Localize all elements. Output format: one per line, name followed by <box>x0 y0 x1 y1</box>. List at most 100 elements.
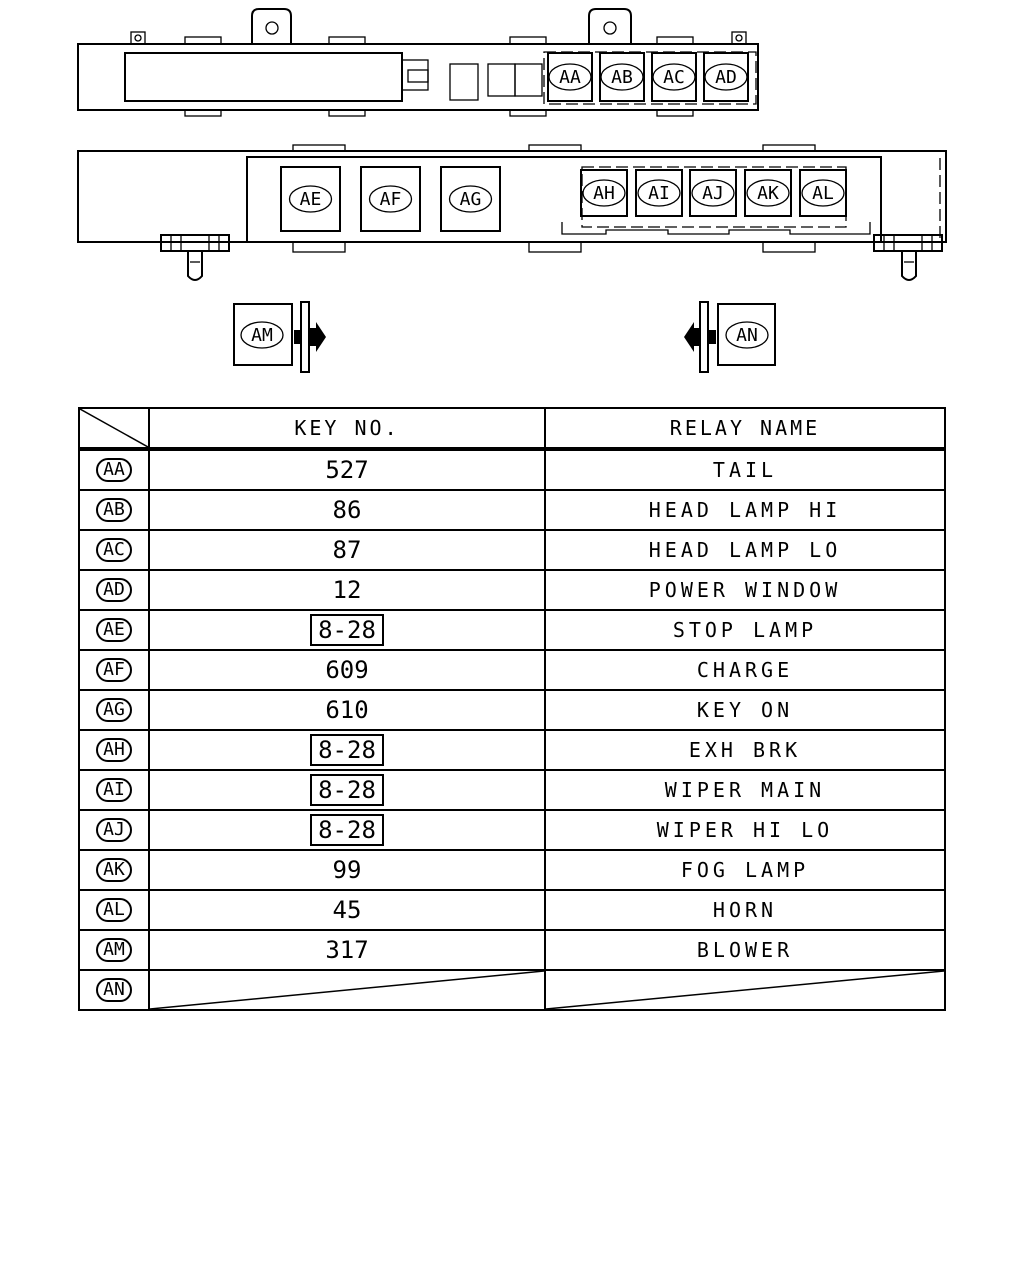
key-no-value: 87 <box>332 536 362 564</box>
relay-id-cell: AG <box>78 689 150 731</box>
relay-ac: AC <box>651 52 697 102</box>
relay-id-badge: AI <box>96 778 132 802</box>
relay-ab: AB <box>599 52 645 102</box>
key-no-value: 527 <box>325 456 369 484</box>
relay-name-cell: FOG LAMP <box>544 849 946 891</box>
relay-id-badge: AD <box>96 578 132 602</box>
relay-name-cell: BLOWER <box>544 929 946 971</box>
table-row: AF 609 CHARGE <box>78 649 946 691</box>
relay-id-cell: AN <box>78 969 150 1011</box>
relay-label: AB <box>611 67 633 88</box>
relay-ah: AH <box>580 169 628 217</box>
relay-id-cell: AF <box>78 649 150 691</box>
key-no-cell: 8-28 <box>148 609 546 651</box>
relay-ad: AD <box>703 52 749 102</box>
relay-id-cell: AM <box>78 929 150 971</box>
table-row: AL 45 HORN <box>78 889 946 931</box>
relay-name-empty-cell <box>544 969 946 1011</box>
table-header-row: KEY NO. RELAY NAME <box>78 407 946 451</box>
table-row: AJ 8-28 WIPER HI LO <box>78 809 946 851</box>
table-row: AA 527 TAIL <box>78 448 946 491</box>
relay-ak: AK <box>744 169 792 217</box>
relay-al: AL <box>799 169 847 217</box>
relay-an-label: AN <box>725 321 769 349</box>
table-row: AN <box>78 969 946 1011</box>
relay-ai: AI <box>635 169 683 217</box>
relay-label: AJ <box>702 183 724 204</box>
key-no-cell: 8-28 <box>148 729 546 771</box>
relay-name-value: FOG LAMP <box>680 858 810 882</box>
table-row: AB 86 HEAD LAMP HI <box>78 489 946 531</box>
relay-name-value: KEY ON <box>696 698 794 722</box>
relay-id-badge: AA <box>96 458 132 482</box>
relay-label: AE <box>300 189 322 210</box>
relay-id-cell: AC <box>78 529 150 571</box>
relay-id-badge: AF <box>96 658 132 682</box>
relay-id-cell: AE <box>78 609 150 651</box>
relay-label: AI <box>648 183 670 204</box>
relay-name-value: CHARGE <box>696 658 794 682</box>
key-no-cell: 8-28 <box>148 809 546 851</box>
relay-id-cell: AA <box>78 448 150 491</box>
table-row: AM 317 BLOWER <box>78 929 946 971</box>
relay-am-label: AM <box>240 321 284 349</box>
relay-id-cell: AB <box>78 489 150 531</box>
relay-label: AH <box>593 183 615 204</box>
key-no-value: 45 <box>332 896 362 924</box>
relay-name-cell: STOP LAMP <box>544 609 946 651</box>
relay-label: AC <box>663 67 685 88</box>
key-no-cell: 8-28 <box>148 769 546 811</box>
relay-id-badge: AG <box>96 698 132 722</box>
key-no-cell: 12 <box>148 569 546 611</box>
table-row: AG 610 KEY ON <box>78 689 946 731</box>
key-no-value: 609 <box>325 656 369 684</box>
key-no-cell: 610 <box>148 689 546 731</box>
relay-name-value: WIPER HI LO <box>656 818 834 842</box>
key-no-cell: 87 <box>148 529 546 571</box>
key-no-value: 8-28 <box>310 614 384 646</box>
key-no-cell: 527 <box>148 448 546 491</box>
relay-id-cell: AL <box>78 889 150 931</box>
relay-name-value: TAIL <box>712 458 778 482</box>
relay-name-cell: WIPER MAIN <box>544 769 946 811</box>
relay-id-cell: AI <box>78 769 150 811</box>
key-no-value: 317 <box>325 936 369 964</box>
relay-id-badge: AB <box>96 498 132 522</box>
key-no-value: 12 <box>332 576 362 604</box>
key-no-cell: 609 <box>148 649 546 691</box>
table-row: AI 8-28 WIPER MAIN <box>78 769 946 811</box>
relay-label: AG <box>460 189 482 210</box>
relay-id-badge: AE <box>96 618 132 642</box>
relay-name-value: POWER WINDOW <box>648 578 842 602</box>
relay-id-cell: AK <box>78 849 150 891</box>
key-no-value: 86 <box>332 496 362 524</box>
key-no-value: 8-28 <box>310 774 384 806</box>
key-no-value: 8-28 <box>310 814 384 846</box>
relay-name-cell: HEAD LAMP LO <box>544 529 946 571</box>
relay-name-value: EXH BRK <box>688 738 802 762</box>
key-no-value: 8-28 <box>310 734 384 766</box>
header-corner-cell <box>78 407 150 451</box>
relay-name-cell: CHARGE <box>544 649 946 691</box>
table-row: AE 8-28 STOP LAMP <box>78 609 946 651</box>
relay-label: AN <box>736 325 758 346</box>
side-relay-an <box>684 301 776 373</box>
relay-name-value: STOP LAMP <box>672 618 818 642</box>
table-row: AD 12 POWER WINDOW <box>78 569 946 611</box>
relay-name-value: HORN <box>712 898 778 922</box>
table-row: AK 99 FOG LAMP <box>78 849 946 891</box>
key-no-cell: 99 <box>148 849 546 891</box>
middle-relay-box <box>77 144 947 281</box>
relay-name-value: WIPER MAIN <box>664 778 826 802</box>
key-no-value: 99 <box>332 856 362 884</box>
relay-aj: AJ <box>689 169 737 217</box>
relay-id-cell: AJ <box>78 809 150 851</box>
relay-name-cell: EXH BRK <box>544 729 946 771</box>
relay-id-badge: AN <box>96 978 132 1002</box>
relay-id-badge: AM <box>96 938 132 962</box>
relay-id-badge: AL <box>96 898 132 922</box>
relay-name-value: HEAD LAMP HI <box>648 498 842 522</box>
relay-label: AA <box>559 67 581 88</box>
relay-ae: AE <box>280 166 341 232</box>
top-relay-box <box>77 8 759 117</box>
